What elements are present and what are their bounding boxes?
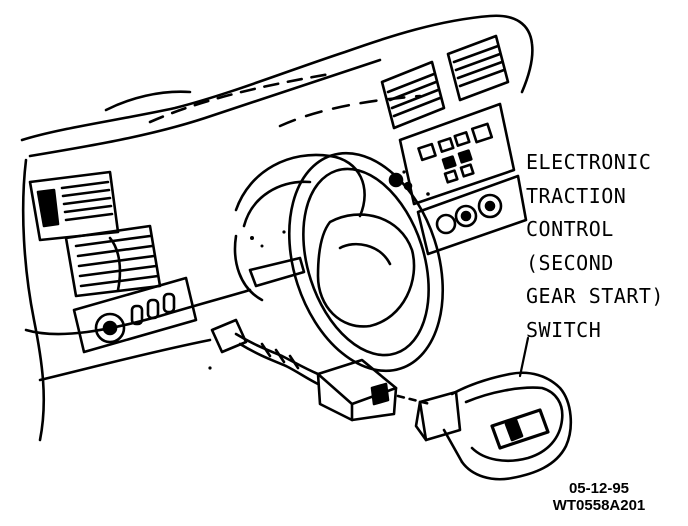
halftone-dots (208, 170, 430, 370)
figure-date: 05-12-95 (568, 480, 630, 497)
callout-line-6: SWITCH (526, 317, 602, 342)
left-air-vent (28, 170, 120, 242)
dash-curve-dashed-1 (148, 72, 332, 124)
dash-top-outline (20, 14, 534, 142)
dash-lower-front (38, 338, 212, 382)
dash-curve-dashed-2 (278, 94, 422, 128)
switch-callout-label: ELECTRONIC TRACTION CONTROL (SECOND GEAR… (526, 146, 686, 347)
callout-line-3: CONTROL (526, 217, 614, 241)
callout-line-4: (SECOND (526, 250, 614, 275)
figure-stamp: 05-12-95 WT0558A201 (524, 480, 674, 514)
traction-control-switch (414, 371, 573, 481)
dash-bottom-edge (24, 288, 252, 336)
callout-line-2: TRACTION (526, 183, 627, 208)
callout-line-1: ELECTRONIC (526, 150, 652, 174)
steering-wheel (287, 151, 445, 373)
alignment-dashed-line (396, 394, 432, 406)
dash-top-inner (28, 58, 382, 158)
callout-leader-line (518, 336, 530, 378)
wiring-harness (210, 318, 320, 386)
dash-curve-3 (104, 90, 192, 112)
harness-connector (316, 358, 398, 422)
steering-column (233, 153, 366, 302)
upper-center-vents (380, 34, 510, 130)
dash-lower-left (21, 158, 46, 442)
climate-knobs (416, 174, 528, 256)
figure-code: WT0558A201 (552, 497, 646, 514)
callout-line-5: GEAR START) (526, 284, 664, 308)
left-center-vent (64, 224, 162, 298)
